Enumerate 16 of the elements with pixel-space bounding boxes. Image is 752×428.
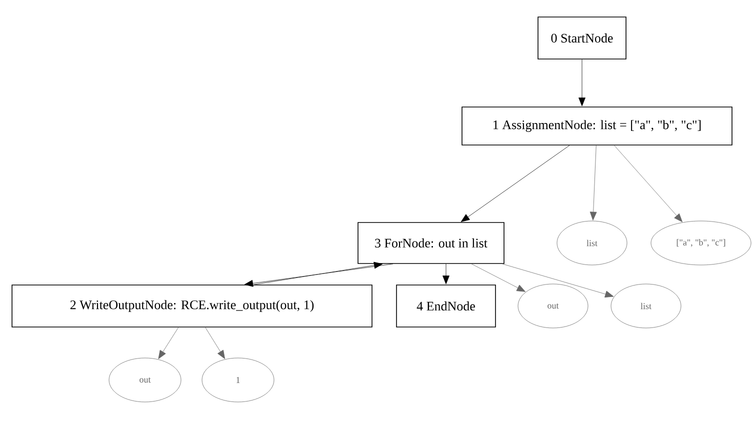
arrow [205,327,226,359]
arrow [590,145,597,220]
process-box: 2 WriteOutputNode: RCE.write_output(out, 1) [12,284,372,328]
process-box: 1 AssignmentNode: list = ["a", "b", "c"] [462,106,732,146]
arrow [158,327,179,360]
process-box: 3 ForNode: out in list [358,222,504,264]
arrow [244,264,394,287]
arrow [614,145,682,222]
arrow [471,264,526,292]
arrow [502,264,614,298]
process-box: 4 EndNode [396,284,496,328]
arrow [578,59,586,106]
arrow [254,262,383,285]
arrow [442,264,450,284]
process-box: 0 StartNode [538,16,626,60]
arrow [460,145,570,222]
